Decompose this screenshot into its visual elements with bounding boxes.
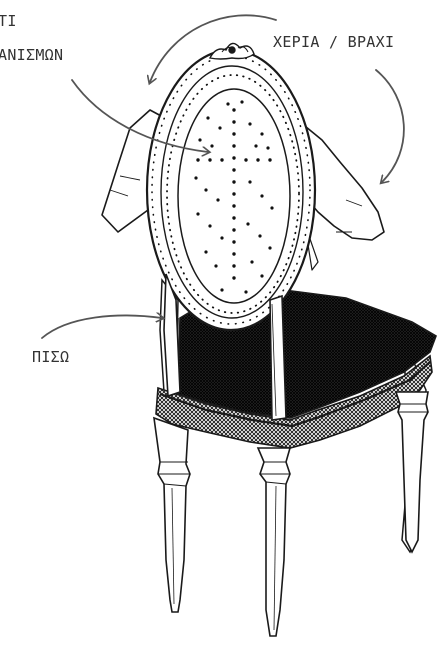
label-top-left-line1: ΤΙ [0, 12, 17, 30]
label-arms-back: ΧΕΡΙΑ / ΒΡΑΧΙ [273, 33, 394, 51]
arrow-to-back-post [42, 315, 162, 338]
label-top-left-line2: ΑΝΙΣΜΩΝ [0, 46, 63, 64]
crest-ornament [210, 43, 254, 59]
arrow-to-right-arm [376, 70, 404, 182]
label-back: ΠΙΣΩ [32, 348, 69, 366]
